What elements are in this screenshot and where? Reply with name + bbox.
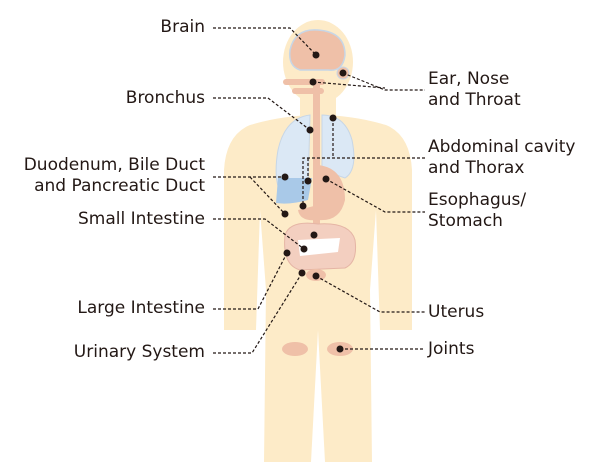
label-abd-line1: Abdominal cavity xyxy=(428,137,576,157)
label-urinary: Urinary System xyxy=(73,342,205,362)
label-bronchus: Bronchus xyxy=(125,88,205,108)
label-duo-line2: and Pancreatic Duct xyxy=(34,176,205,196)
label-abd-line2: and Thorax xyxy=(428,158,525,178)
label-joints: Joints xyxy=(428,339,475,359)
location-dots xyxy=(281,51,347,353)
knee-left xyxy=(282,342,308,356)
label-large-intestine: Large Intestine xyxy=(77,298,205,318)
stomach-organ xyxy=(298,165,345,221)
brain-organ xyxy=(288,29,346,71)
label-ent-line2: and Throat xyxy=(428,90,521,110)
label-eso-line1: Esophagus/ xyxy=(428,190,527,210)
label-uterus: Uterus xyxy=(428,302,485,322)
label-esophagus: Esophagus/Stomach xyxy=(428,190,526,232)
trachea xyxy=(313,85,320,235)
label-ent-line1: Ear, Nose xyxy=(428,69,510,89)
small-intestine-organ xyxy=(298,238,340,256)
label-small-intestine: Small Intestine xyxy=(77,209,205,229)
label-eso-line2: Stomach xyxy=(428,211,503,231)
leader-lines xyxy=(213,27,425,354)
label-brain: Brain xyxy=(160,17,205,37)
label-duo-line1: Duodenum, Bile Duct xyxy=(23,155,205,175)
